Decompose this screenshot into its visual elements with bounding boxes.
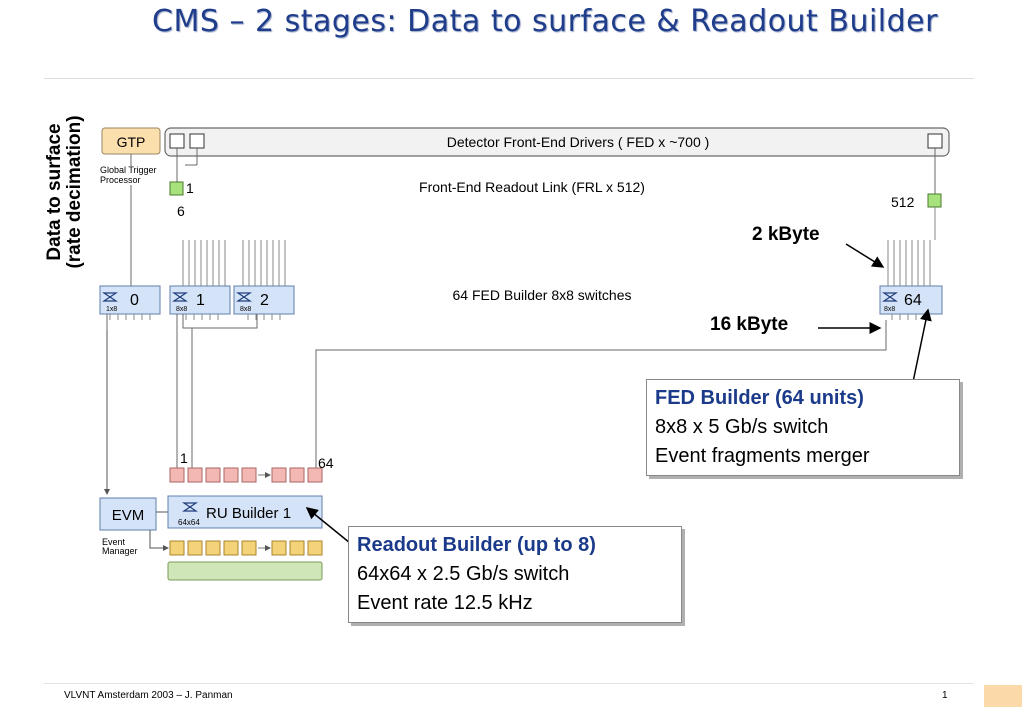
fed-builder-head: FED Builder (64 units) [655, 387, 864, 409]
fed-switch-64: 64 8x8 [879, 285, 943, 315]
switch-output-ticks [109, 314, 925, 320]
frl-last-num: 512 [891, 194, 915, 210]
corner-decoration [984, 685, 1022, 707]
frl-first-num-2: 6 [177, 203, 185, 219]
switch-0-num: 0 [130, 292, 139, 309]
switch-64-size: 8x8 [884, 306, 895, 313]
switch-input-lines [182, 207, 936, 286]
frl-first-num-1: 1 [186, 180, 194, 196]
footer-text: VLVNT Amsterdam 2003 – J. Panman [64, 690, 233, 701]
fed-builder-arrow [912, 308, 932, 383]
gtp-caption-1: Global Trigger [100, 165, 157, 175]
fed-builder-line1: 8x8 x 5 Gb/s switch [655, 416, 829, 438]
frl-links [130, 148, 936, 194]
fed-switch-1: 1 8x8 [169, 285, 231, 315]
frl-label: Front-End Readout Link (FRL x 512) [419, 179, 645, 195]
fed-builder-line2: Event fragments merger [655, 445, 870, 467]
gtp-label: GTP [117, 134, 146, 150]
switch-0-size: 1x8 [106, 306, 117, 313]
fed-builder-callout: FED Builder (64 units) 8x8 x 5 Gb/s swit… [646, 379, 960, 476]
page-number: 1 [942, 690, 948, 701]
ru-builder-box: RU Builder 1 64x64 [167, 495, 323, 529]
kbyte2-arrow [845, 243, 885, 268]
evm-box: EVM [99, 497, 157, 531]
readout-builder-arrow [305, 507, 351, 544]
ru-last-num: 64 [318, 455, 334, 471]
switch-64-num: 64 [904, 292, 922, 309]
frl-link-last [927, 193, 942, 208]
evm-caption-2: Manager [102, 546, 138, 556]
ru-builder-size: 64x64 [178, 518, 200, 527]
gtp-caption-2: Processor [100, 175, 141, 185]
page-title: CMS – 2 stages: Data to surface & Readou… [152, 4, 938, 39]
gtp-box: GTP [101, 127, 161, 155]
kbyte-2-label: 2 kByte [752, 224, 820, 245]
frl-link-first [169, 181, 184, 196]
fed-drivers-bar: Detector Front-End Drivers ( FED x ~700 … [164, 127, 950, 157]
title-divider [44, 78, 974, 79]
fed-switch-2: 2 8x8 [233, 285, 295, 315]
ru-inputs [169, 467, 323, 483]
switch-2-size: 8x8 [240, 306, 251, 313]
evm-label: EVM [112, 507, 145, 524]
fed-switches-label: 64 FED Builder 8x8 switches [453, 287, 632, 303]
ru-builder-label: RU Builder 1 [206, 505, 291, 522]
evm-caption-1: Event [102, 537, 126, 547]
readout-builder-head: Readout Builder (up to 8) [357, 534, 596, 556]
footer-divider [44, 683, 974, 684]
fed-switch-0: 0 1x8 [99, 285, 161, 315]
ru-outputs [169, 540, 323, 556]
readout-builder-callout: Readout Builder (up to 8) 64x64 x 2.5 Gb… [348, 526, 682, 623]
readout-builder-line2: Event rate 12.5 kHz [357, 592, 533, 614]
switch-1-num: 1 [196, 292, 205, 309]
kbyte-16-label: 16 kByte [710, 314, 789, 335]
readout-builder-line1: 64x64 x 2.5 Gb/s switch [357, 563, 570, 585]
fed-drivers-label: Detector Front-End Drivers ( FED x ~700 … [447, 134, 710, 150]
switch-2-num: 2 [260, 292, 269, 309]
ru-first-num: 1 [180, 450, 188, 466]
switch-1-size: 8x8 [176, 306, 187, 313]
filter-farm-bar [167, 561, 323, 581]
